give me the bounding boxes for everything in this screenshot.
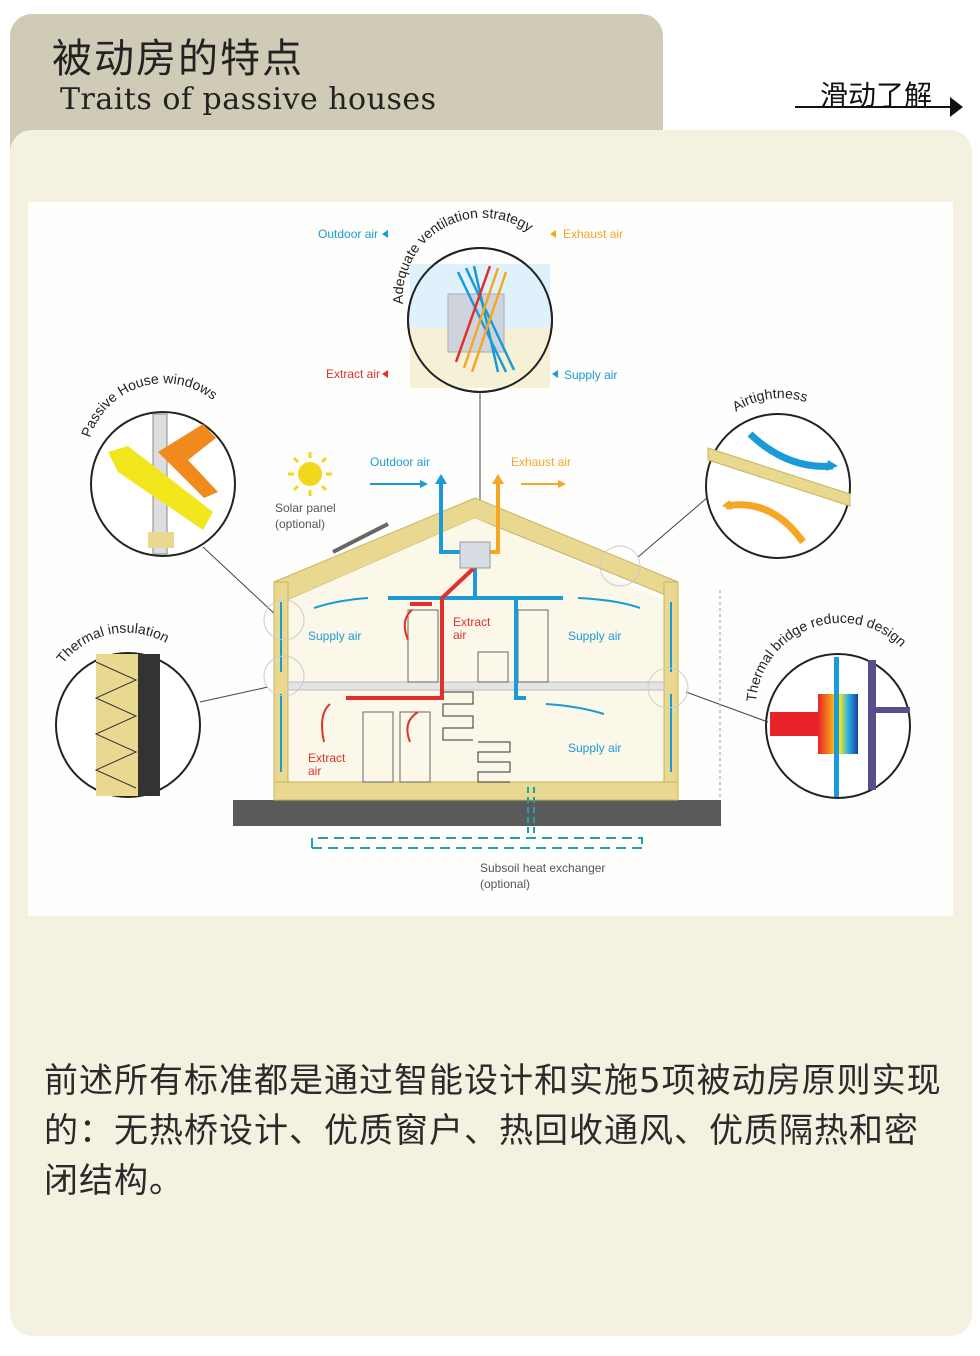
description-paragraph: 前述所有标准都是通过智能设计和实施5项被动房原则实现的：无热桥设计、优质窗户、热… <box>44 1061 942 1201</box>
extract-air-lower-label-2: air <box>308 764 321 778</box>
solar-panel <box>332 522 389 554</box>
outdoor-air-label: Outdoor air <box>370 455 430 469</box>
passive-house-diagram: Adequate ventilation strategy Outdoor ai… <box>28 202 953 916</box>
extract-air-lower-label: Extract <box>308 751 346 765</box>
house-structure <box>233 497 721 826</box>
insulation-detail: Thermal insulation <box>53 620 201 798</box>
airtightness-title: Airtightness <box>729 385 809 414</box>
solar-panel-label: Solar panel <box>275 501 336 515</box>
windows-detail: Passive House windows <box>78 370 236 557</box>
vent-extract-air-label: Extract air <box>326 367 380 381</box>
subsoil-heat-exchanger <box>311 787 643 849</box>
solar-panel-optional: (optional) <box>275 517 325 531</box>
subsoil-label: Subsoil heat exchanger <box>480 861 605 875</box>
vent-outdoor-air-label: Outdoor air <box>318 227 378 241</box>
ventilation-detail: Adequate ventilation strategy <box>390 205 553 393</box>
swipe-hint-label[interactable]: 滑动了解 <box>819 79 932 112</box>
supply-air-lower-label: Supply air <box>568 741 621 755</box>
thermal-bridge-detail: Thermal bridge reduced design <box>743 610 911 799</box>
exhaust-air-label: Exhaust air <box>511 455 571 469</box>
supply-air-left-label: Supply air <box>308 629 361 643</box>
page-subtitle: Traits of passive houses <box>60 82 437 117</box>
extract-air-upper-label-2: air <box>453 628 466 642</box>
airtightness-detail: Airtightness <box>705 385 851 559</box>
extract-air-upper-label: Extract <box>453 615 491 629</box>
supply-air-right-label: Supply air <box>568 629 621 643</box>
svg-text:Airtightness: Airtightness <box>729 385 809 414</box>
duct-system <box>346 484 563 700</box>
swipe-hint-line <box>795 106 953 108</box>
vent-exhaust-air-label: Exhaust air <box>563 227 623 241</box>
vent-supply-air-label: Supply air <box>564 368 617 382</box>
subsoil-optional: (optional) <box>480 877 530 891</box>
arrow-right-icon[interactable] <box>950 97 963 117</box>
sun-icon <box>288 452 332 496</box>
page-title: 被动房的特点 <box>52 36 304 82</box>
